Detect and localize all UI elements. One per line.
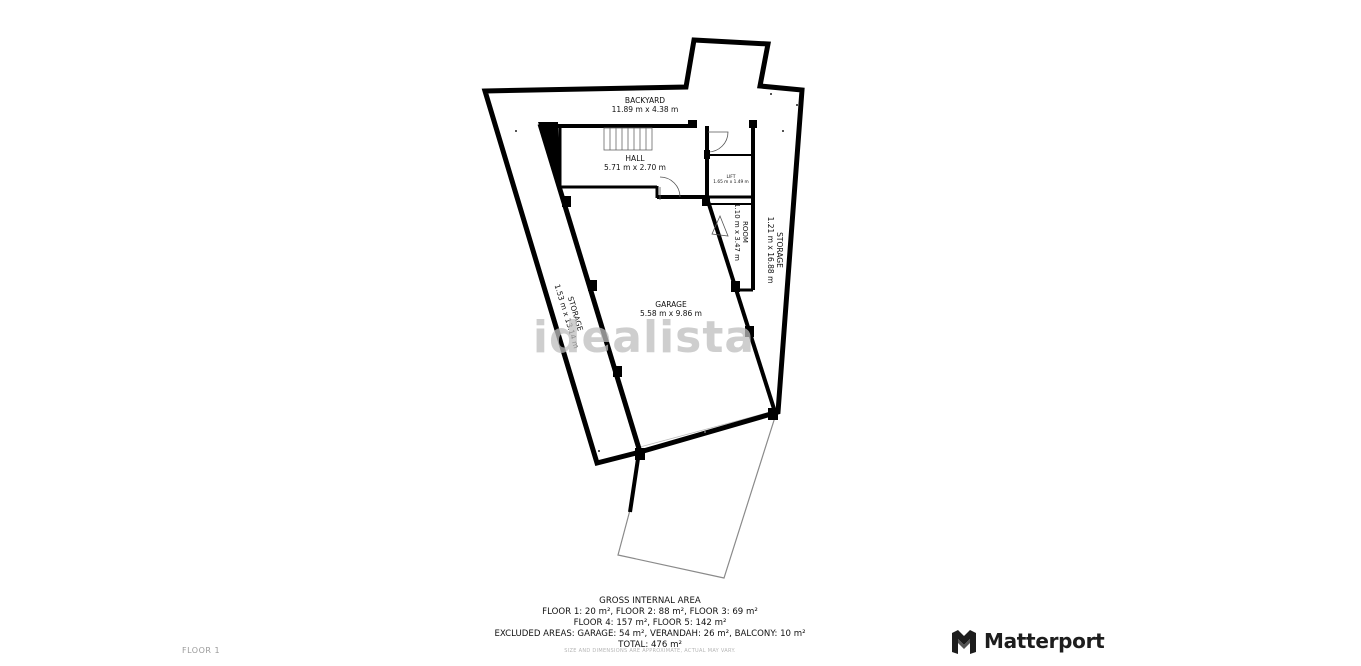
hall-name: HALL xyxy=(625,154,645,163)
verandah-inner-line xyxy=(639,410,775,448)
summary-line-1: FLOOR 1: 20 m², FLOOR 2: 88 m², FLOOR 3:… xyxy=(542,607,758,617)
summary-line-3: EXCLUDED AREAS: GARAGE: 54 m², VERANDAH:… xyxy=(494,629,806,639)
wall-columns xyxy=(562,120,778,460)
brand-name: Matterport xyxy=(984,629,1105,653)
matterport-logo-icon xyxy=(952,630,976,654)
garage-dims: 5.58 m x 9.86 m xyxy=(640,309,702,318)
backyard-dims: 11.89 m x 4.38 m xyxy=(612,105,679,114)
verandah-wall xyxy=(628,451,641,513)
lift-dims: 1.65 m x 1.49 m xyxy=(713,179,749,185)
storage-right-name: STORAGE xyxy=(775,232,784,268)
door-swings xyxy=(659,131,729,237)
outer-wall xyxy=(481,37,805,467)
hall-top-wall-stub xyxy=(688,120,697,128)
room-dims: 1.10 m x 3.47 m xyxy=(733,203,741,261)
summary-title: GROSS INTERNAL AREA xyxy=(599,596,701,606)
hall-dims: 5.71 m x 2.70 m xyxy=(604,163,666,172)
floor-name: FLOOR 1 xyxy=(182,646,221,655)
backyard-name: BACKYARD xyxy=(625,96,665,105)
disclaimer: SIZE AND DIMENSIONS ARE APPROXIMATE, ACT… xyxy=(564,648,736,654)
verandah-outline xyxy=(617,413,777,579)
matterport-brand: Matterport xyxy=(951,626,1105,656)
watermark: idealista xyxy=(533,312,755,363)
summary-line-2: FLOOR 4: 157 m², FLOOR 5: 142 m² xyxy=(573,618,727,628)
garage-name: GARAGE xyxy=(655,300,687,309)
area-summary: GROSS INTERNAL AREA FLOOR 1: 20 m², FLOO… xyxy=(430,596,870,651)
lift-name: LIFT xyxy=(726,174,735,180)
fixture-marks xyxy=(515,93,798,452)
garage-right-wall xyxy=(705,197,777,413)
stairs xyxy=(603,127,653,151)
room-name: ROOM xyxy=(741,221,749,243)
storage-right-dims: 1.21 m x 16.88 m xyxy=(766,217,775,284)
summary-line-4: TOTAL: 476 m² xyxy=(618,640,682,650)
hall-left-wedge xyxy=(538,122,560,184)
